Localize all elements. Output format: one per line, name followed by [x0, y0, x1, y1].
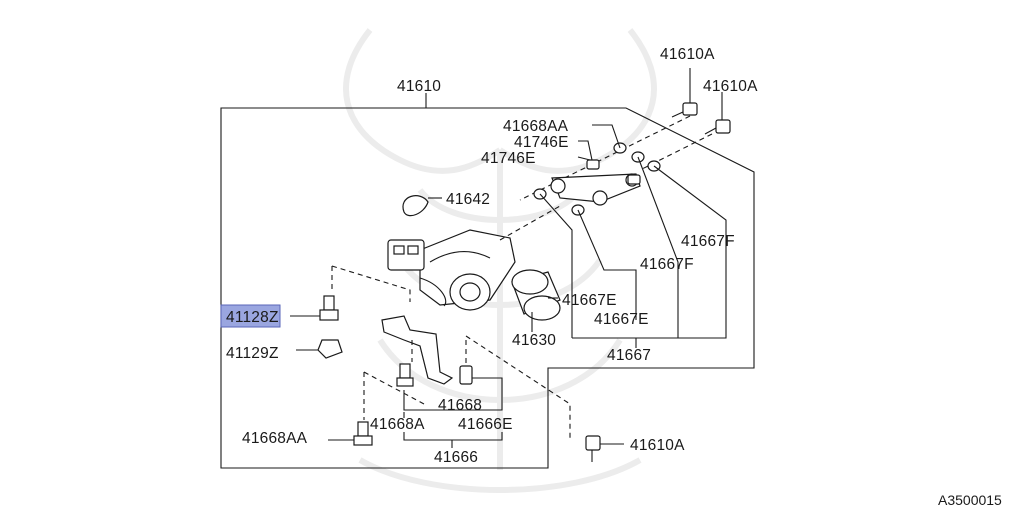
label-41668: 41668 [438, 397, 482, 414]
dash-lower-1 [363, 371, 425, 405]
leader-41667F-2 [637, 156, 679, 338]
bolt-41668A [396, 363, 414, 387]
leader-41668AA-top [592, 124, 621, 149]
label-41667F-2: 41667F [640, 256, 694, 273]
label-41610A-right: 41610A [703, 78, 758, 95]
label-41128Z: 41128Z [226, 309, 279, 326]
label-41746E-2: 41746E [481, 150, 536, 167]
assembly-frame [220, 107, 755, 469]
bracket-41666 [381, 315, 454, 385]
bolt-41668AA-bottom [328, 421, 373, 446]
clip-41642 [402, 195, 442, 217]
label-41610: 41610 [397, 78, 441, 95]
label-41610A-bottom: 41610A [630, 437, 685, 454]
leader-41667E-1 [577, 209, 637, 320]
leader-41746E-2 [577, 156, 591, 161]
reference-code: A3500015 [938, 492, 1002, 508]
highlight-41128Z [220, 304, 281, 328]
label-41666E: 41666E [458, 416, 513, 433]
nut-41129Z [296, 339, 343, 359]
label-41129Z: 41129Z [226, 345, 279, 362]
dash-lower-3 [465, 335, 571, 440]
leader-41746E-1 [578, 140, 593, 161]
label-41667: 41667 [607, 347, 651, 364]
actuator-body [387, 229, 516, 311]
label-41610A-top: 41610A [660, 46, 715, 63]
screw-41610A-bottom [585, 435, 624, 462]
label-41667E-2: 41667E [594, 311, 649, 328]
label-41668AA-top: 41668AA [503, 118, 569, 135]
label-41668A: 41668A [370, 416, 425, 433]
grommet-41666E [459, 365, 473, 385]
leader-41667F-1 [653, 165, 727, 339]
leader-41667E-2 [539, 193, 573, 338]
dash-left-box [331, 265, 411, 302]
leader-41666-group [403, 432, 503, 441]
label-41666: 41666 [434, 449, 478, 466]
label-41667E-1: 41667E [562, 292, 617, 309]
bolt-41128Z [290, 295, 339, 321]
label-41630: 41630 [512, 332, 556, 349]
label-41642: 41642 [446, 191, 490, 208]
label-41668AA-bottom: 41668AA [242, 430, 308, 447]
cylinder-41630 [511, 269, 561, 332]
label-41667F-1: 41667F [681, 233, 735, 250]
label-41746E-1: 41746E [514, 134, 569, 151]
dash-actuator-bracket [499, 205, 561, 241]
dash-line-top-screws [519, 115, 691, 201]
bracket-assembly [550, 159, 641, 206]
screw-41610A-right [704, 92, 731, 135]
leader-41668-group [403, 377, 503, 411]
screw-41610A-top [671, 68, 698, 118]
